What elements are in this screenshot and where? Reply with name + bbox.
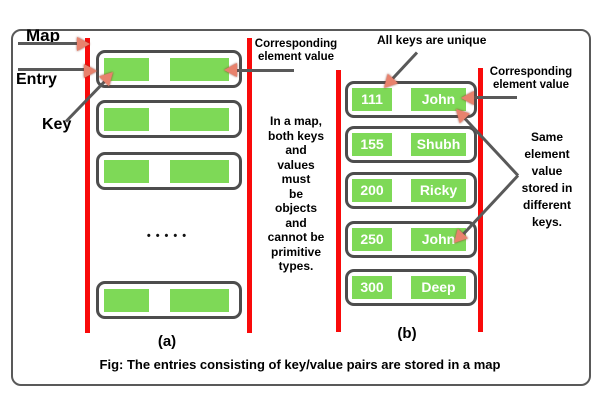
corresponding-a-arrow-line [230,69,294,72]
map-a-left-boundary-line [85,38,90,333]
map-a-right-boundary-line [247,38,252,333]
map-rule-note: In a map, both keys and values must be o… [267,114,325,273]
entry-arrow-line [18,68,85,71]
entry-box [96,281,242,319]
entry-row: 250 John [345,221,477,258]
same-value-note: Same element value stored in different k… [521,130,573,229]
diagram-a-label: (a) [157,333,177,350]
map-b-right-boundary-line [478,68,483,332]
value-box [170,58,229,81]
entry-arrowhead-icon [84,64,97,78]
entry-label: Entry [16,71,57,88]
entry-row: 200 Ricky [345,172,477,209]
entry-row: 111 John [345,81,477,118]
entry-box [96,100,242,138]
figure-caption: Fig: The entries consisting of key/value… [99,357,501,372]
map-arrow-line [18,42,78,45]
figure-frame [11,29,591,386]
key-box [104,289,149,312]
key-box: 111 [352,88,392,111]
unique-keys-note: All keys are unique [377,33,487,47]
corresponding-a-arrowhead-icon [224,63,237,77]
corresponding-value-note-b: Corresponding element value [489,66,573,91]
value-box [170,289,229,312]
entry-row: 155 Shubh [345,126,477,163]
key-box: 155 [352,133,392,156]
entry-row: 300 Deep [345,269,477,306]
map-arrowhead-icon [77,37,90,51]
key-box [104,160,149,183]
value-box: John [411,88,466,111]
diagram-b-label: (b) [397,325,417,342]
corresponding-b-arrow-line [468,96,517,99]
value-box [170,160,229,183]
key-box: 250 [352,228,392,251]
value-box: Ricky [411,179,466,202]
value-box: John [411,228,466,251]
value-box: Deep [411,276,466,299]
ellipsis-dots: ••••• [146,230,192,242]
entry-box [96,152,242,190]
entry-box [96,50,242,88]
key-box [104,108,149,131]
value-box [170,108,229,131]
corresponding-b-arrowhead-icon [461,91,474,105]
key-label: Key [42,116,72,133]
map-b-left-boundary-line [336,70,341,332]
map-label: Map [26,26,60,45]
key-box: 300 [352,276,392,299]
corresponding-value-note-a: Corresponding element value [254,38,338,63]
key-box [104,58,149,81]
key-box: 200 [352,179,392,202]
value-box: Shubh [411,133,466,156]
